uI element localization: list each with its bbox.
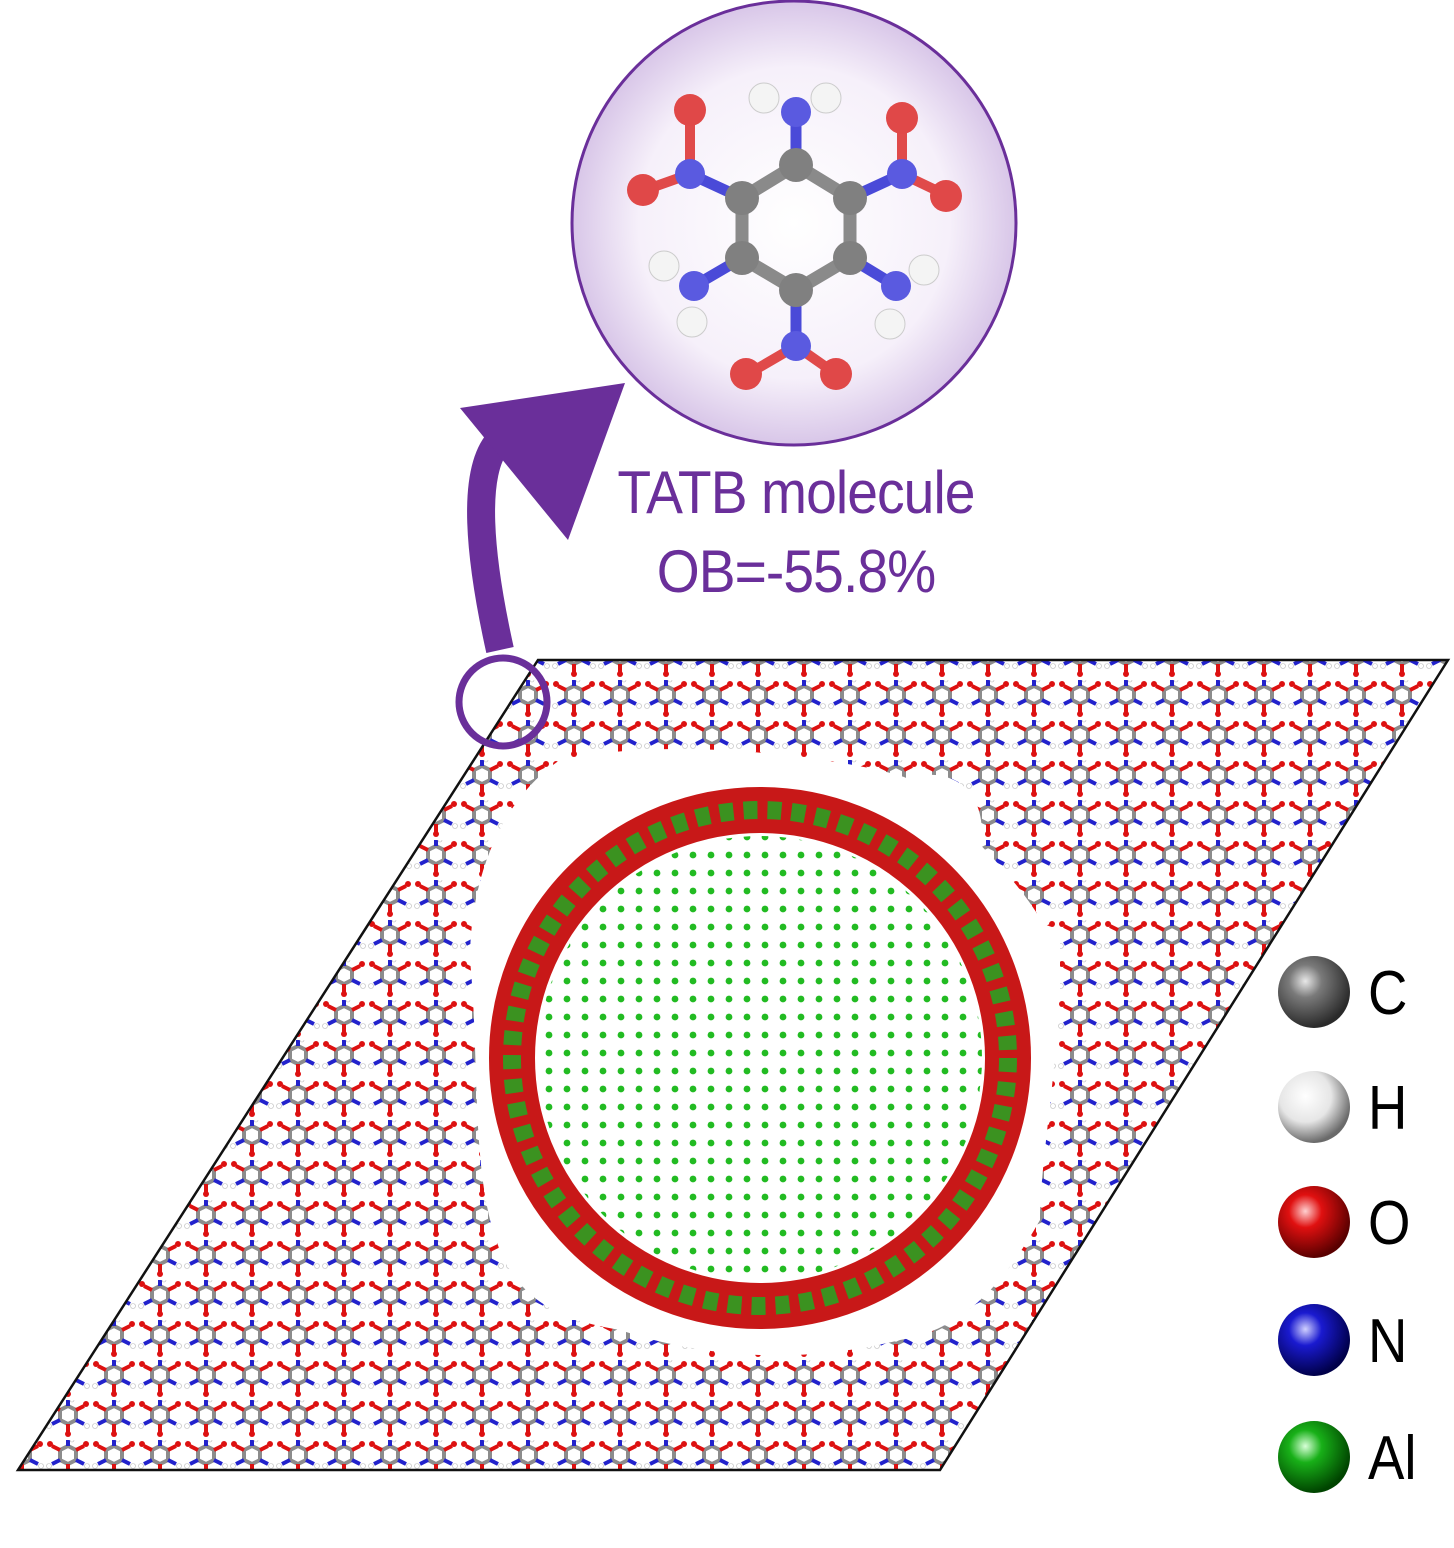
simulation-cell-outline [15, 658, 1451, 1472]
molecule-bubble [570, 0, 1018, 447]
nitrogen-sphere-icon [1278, 1304, 1350, 1376]
al-core [538, 836, 982, 1280]
molecule-title: TATB molecule [617, 459, 975, 526]
void-gap-right [900, 774, 1060, 1000]
carbon-sphere-icon [1278, 956, 1350, 1028]
legend-label-al: Al [1368, 1424, 1417, 1493]
legend-label-h: H [1368, 1074, 1408, 1143]
hydrogen-sphere-icon [1278, 1071, 1350, 1143]
legend-label-o: O [1368, 1189, 1411, 1258]
oxide-shell-green [503, 801, 1017, 1315]
legend-label-n: N [1368, 1307, 1408, 1376]
oxygen-balance-label: OB=-55.8% [656, 538, 937, 605]
al-nanoparticle [489, 787, 1031, 1329]
zoom-arrow [460, 383, 625, 654]
aluminum-sphere-icon [1278, 1421, 1350, 1493]
legend-label-c: C [1368, 959, 1408, 1028]
tatb-molecule-model [627, 82, 962, 390]
legend [1278, 956, 1350, 1493]
highlight-circle [455, 654, 551, 750]
oxygen-sphere-icon [1278, 1186, 1350, 1258]
